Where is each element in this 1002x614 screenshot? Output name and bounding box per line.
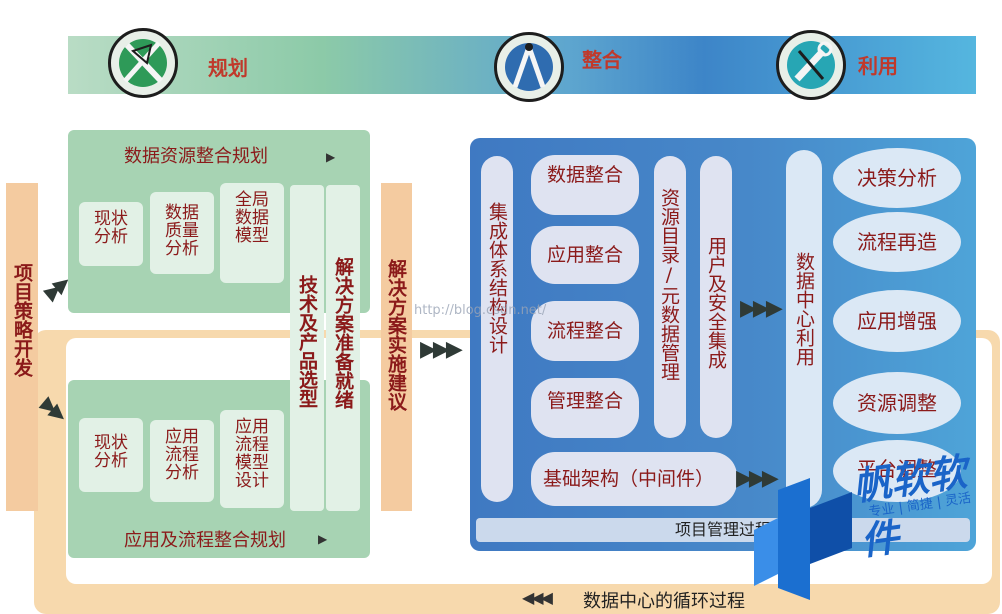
app-integration-pill: 应用整合 — [531, 226, 639, 284]
solution-ready-bar: 解决方案准备就绪 — [326, 185, 360, 511]
flow-integration-label: 流程整合 — [546, 320, 623, 342]
data-model-label: 全局数据模型 — [235, 190, 269, 246]
phase-integrate-label: 整合 — [582, 48, 622, 72]
app-flow-model-label: 应用流程模型设计 — [235, 417, 269, 491]
phase-use-label: 利用 — [858, 54, 898, 78]
panel-arrow-icon: ▶ — [318, 532, 328, 546]
arrow-right-icon: ▶▶▶ — [420, 337, 463, 362]
app-status-box: 现状分析 — [79, 418, 143, 492]
use-platform-label: 平台调整 — [857, 457, 937, 481]
data-status-box: 现状分析 — [79, 202, 143, 266]
use-decision-label: 决策分析 — [857, 166, 937, 190]
loop-arrow-icon: ◀◀◀ — [522, 588, 553, 607]
wrench-tools-icon — [776, 30, 846, 100]
use-enhance-ellipse: 应用增强 — [833, 290, 961, 352]
infra-pill: 基础架构（中间件） — [531, 452, 737, 506]
use-reengineer-label: 流程再造 — [857, 230, 937, 254]
app-integration-label: 应用整合 — [546, 244, 623, 266]
data-status-label: 现状分析 — [94, 209, 128, 247]
mgmt-integration-label: 管理整合 — [546, 390, 623, 412]
app-flow-analysis-box: 应用流程分析 — [150, 420, 214, 502]
dc-use-pill: 数据中心利用 — [786, 150, 822, 508]
use-resource-ellipse: 资源调整 — [833, 372, 961, 434]
panel-arrow-icon: ▶ — [326, 150, 336, 164]
data-planning-title: 数据资源整合规划 — [124, 146, 268, 167]
use-enhance-label: 应用增强 — [857, 309, 937, 333]
use-reengineer-ellipse: 流程再造 — [833, 212, 961, 272]
mgmt-integration-pill: 管理整合 — [531, 378, 639, 438]
arrow-up-icon: ▶▶ — [38, 271, 72, 305]
catalog-pill: 资源目录/元数据管理 — [654, 156, 686, 438]
arch-design-label: 集成体系结构设计 — [486, 202, 508, 354]
project-strategy-label: 项目策略开发 — [11, 263, 33, 377]
arrow-right-icon: ▶▶▶ — [736, 466, 779, 491]
data-quality-label: 数据质量分析 — [165, 203, 199, 259]
use-platform-ellipse: 平台调整 — [833, 440, 961, 502]
app-flow-analysis-label: 应用流程分析 — [165, 427, 199, 483]
app-status-label: 现状分析 — [94, 433, 128, 471]
tech-selection-bar: 技术及产品选型 — [290, 185, 324, 511]
drafting-tools-icon — [108, 28, 178, 98]
flow-integration-pill: 流程整合 — [531, 301, 639, 361]
project-strategy-column: 项目策略开发 — [6, 183, 38, 511]
implementation-label: 解决方案实施建议 — [385, 259, 407, 411]
dc-use-label: 数据中心利用 — [793, 252, 815, 366]
fanruan-logo-icon — [748, 478, 858, 600]
project-mgmt-bar: 项目管理过程 — [476, 518, 970, 542]
app-flow-model-box: 应用流程模型设计 — [220, 410, 284, 508]
arch-design-pill: 集成体系结构设计 — [481, 156, 513, 502]
security-label: 用户及安全集成 — [705, 236, 727, 369]
app-planning-title: 应用及流程整合规划 — [124, 530, 286, 551]
solution-ready-label: 解决方案准备就绪 — [332, 257, 354, 409]
phase-plan-label: 规划 — [208, 56, 248, 80]
data-model-box: 全局数据模型 — [220, 183, 284, 283]
watermark-url: http://blog.csdn.net/ — [414, 303, 547, 318]
data-integration-pill: 数据整合 — [531, 155, 639, 215]
use-resource-label: 资源调整 — [857, 391, 937, 415]
loop-label: 数据中心的循环过程 — [583, 591, 745, 612]
arrow-right-icon: ▶▶▶ — [740, 296, 783, 321]
tech-selection-label: 技术及产品选型 — [296, 275, 318, 408]
security-pill: 用户及安全集成 — [700, 156, 732, 438]
catalog-label: 资源目录/元数据管理 — [658, 188, 680, 381]
implementation-bar: 解决方案实施建议 — [381, 183, 412, 511]
project-mgmt-label: 项目管理过程 — [674, 520, 771, 539]
data-quality-box: 数据质量分析 — [150, 192, 214, 274]
compass-icon — [494, 32, 564, 102]
infra-label: 基础架构（中间件） — [543, 468, 715, 490]
data-integration-label: 数据整合 — [546, 164, 623, 186]
use-decision-ellipse: 决策分析 — [833, 148, 961, 208]
